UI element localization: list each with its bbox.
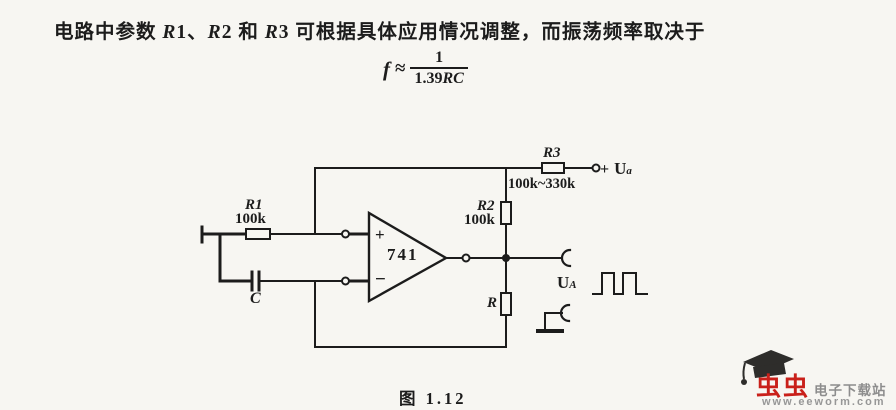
wires: [258, 167, 648, 348]
component-bodies: [245, 162, 601, 316]
resistor-r1-body: [245, 228, 271, 240]
r1-name-label: R1: [245, 197, 263, 213]
den-vars: RC: [442, 69, 464, 87]
opamp-plus-label: +: [375, 225, 385, 244]
graduation-cap-icon: [741, 350, 794, 385]
supply-terminal-circle: [591, 163, 601, 173]
intro-paragraph: 电路中参数 R1、R2 和 R3 可根据具体应用情况调整，而振荡频率取决于: [54, 15, 705, 44]
approx-sign: ≈: [395, 58, 406, 80]
output-jack-icon: [560, 248, 572, 268]
resistor-r-body: [500, 292, 512, 316]
intro-text: 2 和: [221, 22, 265, 43]
r3-name-label: R3: [543, 145, 561, 161]
junction-dot: [502, 254, 510, 262]
var-r2: R: [207, 22, 222, 43]
r-name-label: R: [487, 295, 498, 311]
square-wave-symbol: [592, 272, 648, 295]
figure-caption: 图 1.12: [399, 389, 467, 408]
formula-numerator: 1: [435, 49, 444, 66]
ground-jack-icon: [559, 303, 571, 323]
watermark-site-name: 电子下载站: [814, 383, 887, 398]
output-symbol: U: [557, 273, 570, 292]
thick-wires: [200, 225, 564, 333]
supply-subscript: a: [626, 165, 632, 177]
formula-denominator: 1.39RC: [410, 66, 468, 88]
opamp-triangle: [367, 210, 449, 304]
opamp-part-label: 741: [387, 245, 419, 264]
watermark-url: www.eeworm.com: [762, 396, 886, 408]
resistor-r3-body: [541, 162, 565, 174]
supply-plus-sign: +: [600, 161, 610, 178]
watermark-brand: 虫虫: [756, 374, 811, 401]
wire-ground-to-jack: [544, 312, 563, 332]
output-subscript: A: [569, 279, 577, 291]
intro-text: 3 可根据具体应用情况调整，而振荡频率取决于: [278, 22, 706, 43]
intro-text: 电路中参数: [54, 22, 163, 43]
minus-input-node-circle: [341, 276, 350, 286]
resistor-r2-body: [500, 201, 512, 225]
cap-board: [743, 350, 794, 371]
output-node-circle: [461, 253, 471, 263]
var-r1: R: [162, 22, 177, 43]
cap-tassel: [742, 362, 746, 380]
formula-lhs: f: [383, 56, 390, 81]
c-name-label: C: [250, 290, 261, 307]
r1-value-label: 100k: [235, 211, 266, 227]
formula-fraction: 1 1.39RC: [410, 49, 468, 88]
r3-value-label: 100k~330k: [508, 176, 576, 192]
opamp-minus-label: −: [375, 269, 386, 290]
cap-base: [753, 363, 786, 378]
supply-symbol: U: [614, 159, 627, 178]
r2-value-label: 100k: [464, 212, 495, 228]
intro-text: 1、: [176, 22, 208, 43]
r2-name-label: R2: [477, 198, 495, 214]
var-r3: R: [264, 22, 279, 43]
plus-input-node-circle: [341, 229, 350, 239]
frequency-formula: f ≈ 1 1.39RC: [383, 49, 468, 88]
cap-tassel-knob: [741, 379, 747, 385]
den-coeff: 1.39: [414, 69, 443, 87]
